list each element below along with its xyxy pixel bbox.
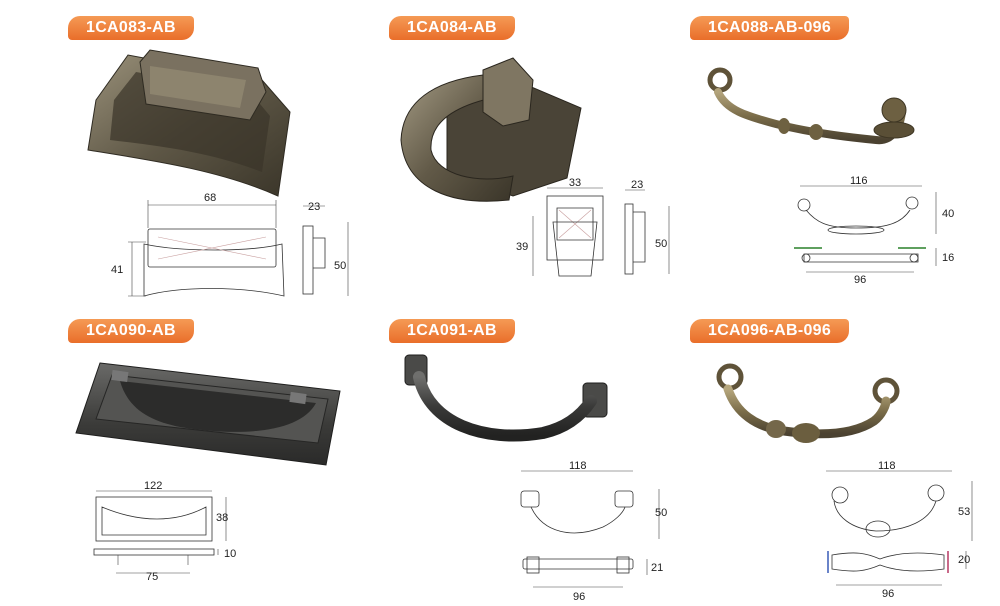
product-code-tag: 1CA088-AB-096 bbox=[690, 16, 850, 40]
dim-width: 116 bbox=[850, 175, 868, 187]
dim-height: 50 bbox=[655, 507, 667, 519]
dimension-side-view: 10 75 bbox=[93, 548, 236, 583]
dim-width: 33 bbox=[569, 177, 581, 189]
dim-width: 118 bbox=[878, 460, 896, 472]
flush-pull-photo bbox=[75, 362, 341, 466]
dim-center: 75 bbox=[146, 571, 158, 583]
dim-center: 96 bbox=[854, 274, 866, 286]
dim-height: 53 bbox=[958, 506, 970, 518]
dim-depth: 21 bbox=[651, 562, 663, 574]
dim-depth: 10 bbox=[224, 548, 236, 560]
product-1ca083-ab: 1CA083-AB 68 41 bbox=[0, 0, 349, 303]
product-code-tag: 1CA090-AB bbox=[68, 319, 194, 343]
product-code-tag: 1CA096-AB-096 bbox=[690, 319, 850, 343]
dim-width: 122 bbox=[144, 480, 162, 492]
bow-handle-photo bbox=[404, 354, 608, 442]
product-1ca088-ab-096: 1CA088-AB-096 116 40 bbox=[666, 0, 999, 303]
ring-pull-photo bbox=[87, 49, 291, 197]
dimension-side-view: 20 96 bbox=[827, 551, 970, 600]
dim-depth: 16 bbox=[942, 252, 954, 264]
product-figure: 118 53 20 96 bbox=[716, 363, 973, 600]
dimension-front-view: 33 39 bbox=[516, 177, 604, 277]
bail-pull-photo bbox=[707, 67, 915, 145]
dim-height: 40 bbox=[942, 208, 954, 220]
product-1ca096-ab-096: 1CA096-AB-096 118 53 bbox=[666, 303, 999, 606]
dimension-front-view: 118 50 bbox=[520, 460, 667, 539]
product-1ca084-ab: 1CA084-AB 33 39 23 50 bbox=[333, 0, 670, 303]
product-figure: 68 41 23 50 bbox=[87, 49, 349, 297]
dim-width: 68 bbox=[204, 192, 216, 204]
product-code-tag: 1CA083-AB bbox=[68, 16, 194, 40]
drop-pull-photo bbox=[400, 57, 582, 202]
dim-plate-height: 50 bbox=[334, 260, 346, 272]
dimension-side-view: 16 96 bbox=[794, 247, 954, 286]
dim-center: 96 bbox=[573, 591, 585, 603]
dimension-front-view: 68 41 bbox=[111, 192, 285, 297]
dim-center: 96 bbox=[882, 588, 894, 600]
dimension-side-view: 23 50 bbox=[624, 179, 670, 275]
dim-height: 39 bbox=[516, 241, 528, 253]
dimension-front-view: 122 38 bbox=[95, 480, 228, 542]
product-figure: 118 50 21 96 bbox=[404, 354, 667, 603]
dimension-side-view: 21 96 bbox=[522, 556, 663, 603]
product-figure: 122 38 10 75 bbox=[75, 362, 341, 583]
dimension-front-view: 116 40 bbox=[797, 175, 954, 235]
product-figure: 116 40 16 96 bbox=[707, 67, 954, 286]
dim-width: 118 bbox=[569, 460, 587, 472]
dim-depth: 20 bbox=[958, 554, 970, 566]
dim-height: 38 bbox=[216, 512, 228, 524]
product-figure: 33 39 23 50 bbox=[400, 57, 670, 277]
dim-height: 41 bbox=[111, 264, 123, 276]
dim-depth: 23 bbox=[631, 179, 643, 191]
product-code-tag: 1CA091-AB bbox=[389, 319, 515, 343]
dimension-front-view: 118 53 bbox=[826, 460, 973, 541]
product-1ca091-ab: 1CA091-AB 118 50 21 96 bbox=[333, 303, 667, 606]
dimension-side-view: 23 50 bbox=[302, 201, 349, 296]
product-1ca090-ab: 1CA090-AB 122 38 10 bbox=[0, 303, 341, 606]
dim-depth: 23 bbox=[308, 201, 320, 213]
product-code-tag: 1CA084-AB bbox=[389, 16, 515, 40]
drop-bail-pull-photo bbox=[716, 363, 900, 443]
dim-plate-height: 50 bbox=[655, 238, 667, 250]
